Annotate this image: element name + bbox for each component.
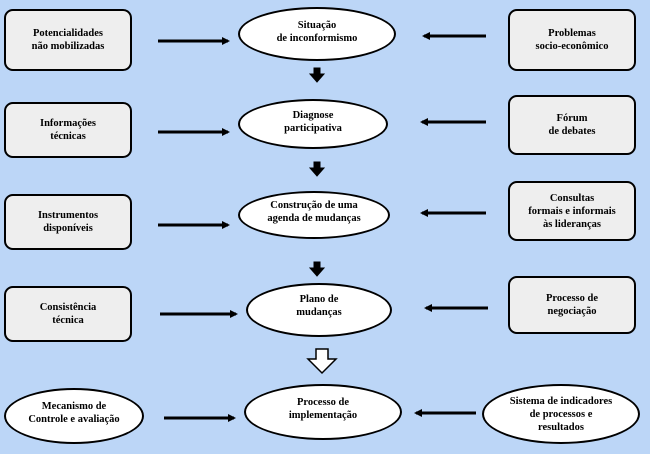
potencialidades-box: Potencialidades não mobilizadas bbox=[4, 9, 132, 71]
consistencia-box: Consistência técnica bbox=[4, 286, 132, 342]
processo-implementacao-ellipse: Processo de implementação bbox=[244, 384, 402, 440]
indicadores-ellipse: Sistema de indicadores de processos e re… bbox=[482, 384, 640, 444]
instrumentos-box: Instrumentos disponíveis bbox=[4, 194, 132, 250]
problemas-box: Problemas socio-econômico bbox=[508, 9, 636, 71]
situacao-ellipse: Situação de inconformismo bbox=[238, 7, 396, 61]
construcao-ellipse: Construção de uma agenda de mudanças bbox=[238, 191, 390, 239]
forum-box: Fórum de debates bbox=[508, 95, 636, 155]
negociacao-box: Processo de negociação bbox=[508, 276, 636, 334]
diagnose-ellipse: Diagnose participativa bbox=[238, 99, 388, 149]
arrow-plano-to-implementacao bbox=[306, 348, 338, 375]
arrow-construcao-to-plano bbox=[308, 261, 326, 277]
informacoes-box: Informações técnicas bbox=[4, 102, 132, 158]
consultas-box: Consultas formais e informais às lideran… bbox=[508, 181, 636, 241]
arrow-diagnose-to-construcao bbox=[308, 161, 326, 177]
arrow-situacao-to-diagnose bbox=[308, 67, 326, 83]
plano-ellipse: Plano de mudanças bbox=[246, 283, 392, 337]
mecanismo-ellipse: Mecanismo de Controle e avaliação bbox=[4, 388, 144, 444]
